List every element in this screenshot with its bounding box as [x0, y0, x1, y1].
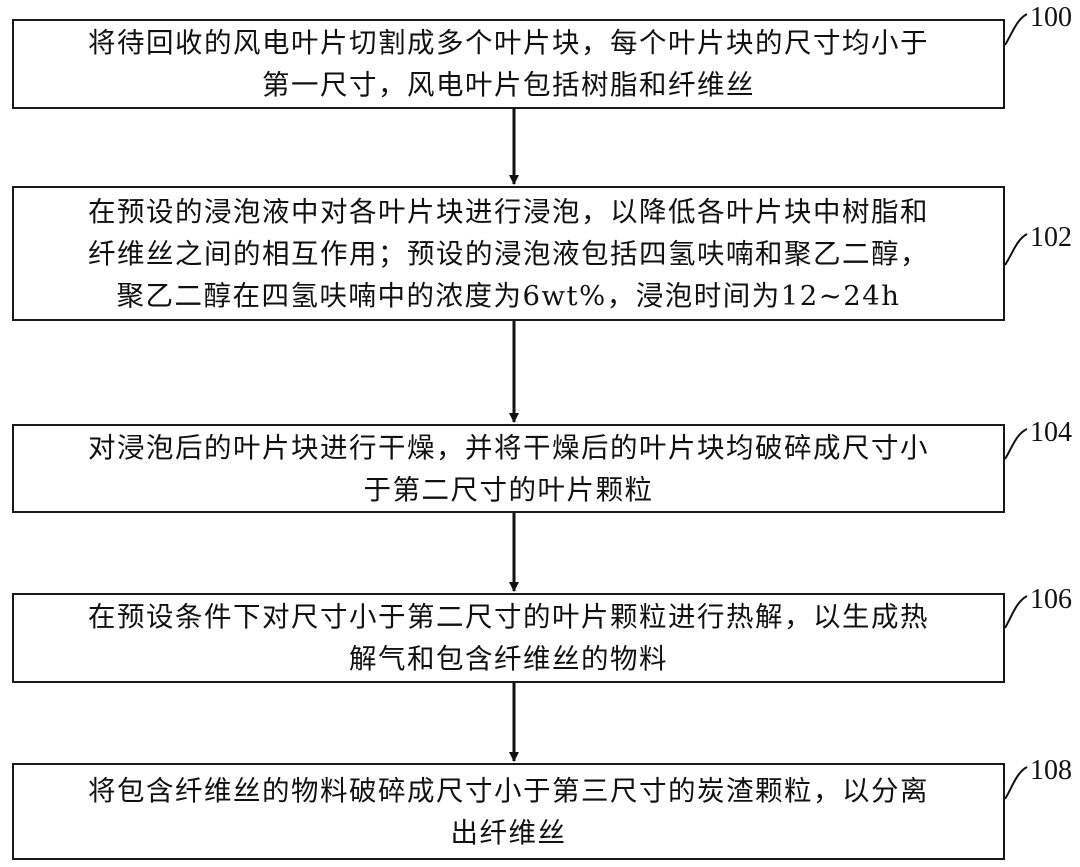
ref-label-102: 102 [1030, 222, 1072, 253]
step-108-line-2: 出纤维丝 [450, 816, 567, 849]
step-100-line-1: 将待回收的风电叶片切割成多个叶片块，每个叶片块的尺寸均小于 [88, 27, 929, 59]
leader-curve-104 [1004, 428, 1028, 460]
step-106-line-1: 在预设条件下对尺寸小于第二尺寸的叶片颗粒进行热解，以生成热 [88, 601, 929, 633]
ref-label-108: 108 [1030, 755, 1072, 786]
step-text-108: 将包含纤维丝的物料破碎成尺寸小于第三尺寸的炭渣颗粒，以分离 出纤维丝 [74, 770, 943, 854]
step-box-100: 将待回收的风电叶片切割成多个叶片块，每个叶片块的尺寸均小于 第一尺寸，风电叶片包… [12, 19, 1005, 109]
step-102-line-3: 聚乙二醇在四氢呋喃中的浓度为6wt%，浸泡时间为12~24h [116, 279, 901, 312]
leader-curve-106 [1004, 595, 1028, 629]
step-104-line-1: 对浸泡后的叶片块进行干燥，并将干燥后的叶片块均破碎成尺寸小 [88, 431, 929, 464]
step-box-108: 将包含纤维丝的物料破碎成尺寸小于第三尺寸的炭渣颗粒，以分离 出纤维丝 [12, 763, 1005, 860]
step-108-line-1: 将包含纤维丝的物料破碎成尺寸小于第三尺寸的炭渣颗粒，以分离 [88, 774, 929, 807]
ref-label-104: 104 [1030, 417, 1072, 448]
step-text-100: 将待回收的风电叶片切割成多个叶片块，每个叶片块的尺寸均小于 第一尺寸，风电叶片包… [74, 22, 943, 106]
ref-label-100: 100 [1030, 2, 1072, 33]
step-100-line-2: 第一尺寸，风电叶片包括树脂和纤维丝 [262, 69, 755, 101]
leader-curve-102 [1004, 233, 1028, 266]
step-box-106: 在预设条件下对尺寸小于第二尺寸的叶片颗粒进行热解，以生成热 解气和包含纤维丝的物… [12, 593, 1005, 683]
step-102-line-2: 纤维丝之间的相互作用；预设的浸泡液包括四氢呋喃和聚乙二醇， [88, 237, 929, 270]
ref-label-106: 106 [1030, 584, 1072, 615]
step-box-104: 对浸泡后的叶片块进行干燥，并将干燥后的叶片块均破碎成尺寸小 于第二尺寸的叶片颗粒 [12, 424, 1005, 513]
leader-curve-108 [1004, 766, 1028, 800]
step-text-106: 在预设条件下对尺寸小于第二尺寸的叶片颗粒进行热解，以生成热 解气和包含纤维丝的物… [74, 596, 943, 680]
step-104-line-2: 于第二尺寸的叶片颗粒 [363, 473, 654, 506]
leader-curve-100 [1004, 13, 1028, 46]
step-102-line-1: 在预设的浸泡液中对各叶片块进行浸泡，以降低各叶片块中树脂和 [88, 195, 929, 228]
step-text-102: 在预设的浸泡液中对各叶片块进行浸泡，以降低各叶片块中树脂和 纤维丝之间的相互作用… [74, 191, 943, 317]
step-106-line-2: 解气和包含纤维丝的物料 [349, 643, 668, 675]
step-text-104: 对浸泡后的叶片块进行干燥，并将干燥后的叶片块均破碎成尺寸小 于第二尺寸的叶片颗粒 [74, 427, 943, 511]
step-box-102: 在预设的浸泡液中对各叶片块进行浸泡，以降低各叶片块中树脂和 纤维丝之间的相互作用… [12, 186, 1005, 321]
